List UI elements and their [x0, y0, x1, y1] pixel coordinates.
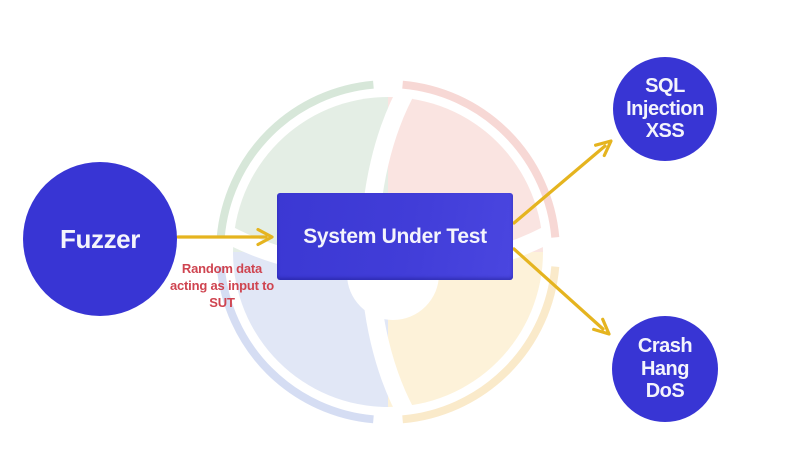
arrow-sut-to-sql-head	[593, 139, 613, 158]
arrow-sut-to-crash-head	[592, 317, 611, 336]
watermark-quadrant-blue	[233, 252, 388, 407]
sql-injection-xss-label: SQL Injection XSS	[626, 75, 704, 143]
node-crash-hang-dos: Crash Hang DoS	[612, 316, 718, 422]
node-fuzzer: Fuzzer	[23, 162, 177, 316]
fuzzer-arrow-caption: Random data acting as input to SUT	[169, 261, 274, 310]
watermark-arc-green	[216, 80, 374, 238]
crash-hang-dos-label: Crash Hang DoS	[637, 335, 693, 403]
node-sql-injection-xss: SQL Injection XSS	[613, 57, 717, 161]
system-under-test-label: System Under Test	[303, 224, 487, 248]
node-system-under-test: System Under Test	[277, 193, 513, 280]
fuzzer-label: Fuzzer	[60, 223, 140, 254]
watermark-arc-blue	[216, 266, 374, 424]
